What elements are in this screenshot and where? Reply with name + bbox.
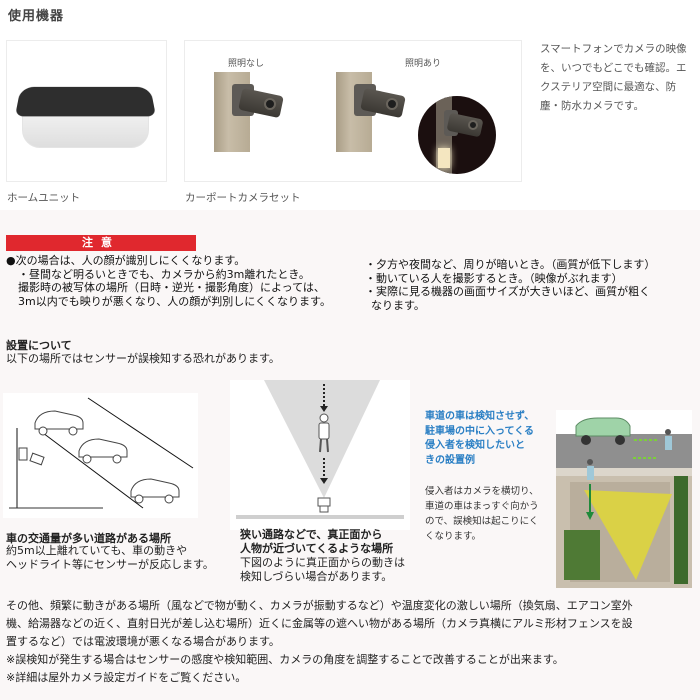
narrow-caption-line: 下図のように真正面からの動きは (240, 556, 405, 569)
road-diagram (3, 393, 198, 518)
road-caption: 約5m以上離れていても、車の動きや ヘッドライト等にセンサーが反応します。 (6, 544, 246, 572)
example-body-line: 車道の車はまっすぐ向かう (425, 501, 539, 512)
notes: その他、頻繁に動きがある場所（風などで物が動く、カメラが振動するなど）や温度変化… (6, 597, 696, 687)
camera-no-light-image (214, 72, 284, 152)
road-caption-line: ヘッドライト等にセンサーが反応します。 (6, 558, 214, 571)
installation-title: 設置について (6, 339, 72, 352)
parking-example-image (556, 410, 692, 588)
caution-line: 3m以内でも映りが悪くなり、人の顔が判別しにくくなります。 (18, 294, 331, 308)
caution-line: ・動いている人を撮影するとき。（映像がぶれます） (365, 271, 623, 285)
note-line: その他、頻繁に動きがある場所（風などで物が動く、カメラが振動するなど）や温度変化… (6, 599, 633, 612)
camera-set-caption: カーポートカメラセット (185, 192, 301, 204)
camera-night-image (418, 96, 496, 174)
equipment-title: 使用機器 (8, 9, 65, 24)
narrow-title-line: 狭い通路などで、真正面から (240, 528, 383, 541)
camera-with-light-image (336, 72, 406, 152)
home-unit-image (15, 84, 156, 154)
caution-line: ・夕方や夜間など、周りが暗いとき。（画質が低下します） (365, 258, 656, 271)
caution-line: ・実際に見る機器の画面サイズが大きいほど、画質が粗く (365, 285, 651, 298)
narrow-caption-title: 狭い通路などで、真正面から 人物が近づいてくるような場所 (240, 528, 440, 556)
narrow-caption: 下図のように真正面からの動きは 検知しづらい場合があります。 (240, 556, 440, 584)
caution-line: ・昼間など明るいときでも、カメラから約3m離れたとき。 (18, 267, 310, 281)
narrow-title-line: 人物が近づいてくるような場所 (240, 542, 394, 555)
home-unit-caption: ホームユニット (7, 192, 81, 204)
example-body-line: ので、誤検知は起こりにく (425, 516, 539, 527)
road-caption-line: 約5m以上離れていても、車の動きや (6, 544, 188, 557)
example-title: 車道の車は検知させず、 駐車場の中に入ってくる 侵入者を検知したいと きの設置例 (425, 410, 555, 468)
note-line: ※誤検知が発生する場合はセンサーの感度や検知範囲、カメラの角度を調整することで改… (6, 653, 564, 666)
example-body: 侵入者はカメラを横切り、 車道の車はまっすぐ向かう ので、誤検知は起こりにく く… (425, 484, 555, 544)
note-line: ※詳細は屋外カメラ設定ガイドをご覧ください。 (6, 671, 247, 684)
example-body-line: 侵入者はカメラを横切り、 (425, 486, 539, 497)
equipment-description: スマートフォンでカメラの映像を、いつでもどこでも確認。エクステリア空間に最適な、… (540, 43, 687, 112)
example-title-line: 侵入者を検知したいと (425, 440, 525, 451)
caution-right: ・夕方や夜間など、周りが暗いとき。（画質が低下します） ・動いている人を撮影する… (365, 258, 700, 312)
caution-line: なります。 (371, 298, 425, 312)
installation-subtitle: 以下の場所ではセンサーが誤検知する恐れがあります。 (6, 352, 280, 365)
caution-line: ●次の場合は、人の顔が識別しにくくなります。 (6, 254, 246, 267)
example-title-line: 駐車場の中に入ってくる (425, 425, 534, 437)
note-line: 機、給湯器などの近く、直射日光が差し込む場所）近くに金属等の遮へい物がある場所（… (6, 617, 633, 630)
narrow-passage-diagram (230, 380, 410, 530)
example-body-line: くなります。 (425, 531, 482, 542)
narrow-caption-line: 検知しづらい場合があります。 (240, 570, 393, 583)
caution-header: 注意 (6, 235, 196, 251)
example-title-line: きの設置例 (425, 454, 475, 466)
caution-line: 撮影時の被写体の場所（日時・逆光・撮影角度）によっては、 (18, 281, 325, 294)
label-with-light: 照明あり (405, 59, 442, 69)
example-title-line: 車道の車は検知させず、 (425, 411, 535, 422)
note-line: 置するなど）では電波環境が悪くなる場合があります。 (6, 635, 280, 648)
road-caption-title: 車の交通量が多い道路がある場所 (6, 532, 171, 545)
caution-left: ●次の場合は、人の顔が識別しにくくなります。 ・昼間など明るいときでも、カメラか… (6, 254, 356, 308)
label-no-light: 照明なし (228, 59, 265, 69)
